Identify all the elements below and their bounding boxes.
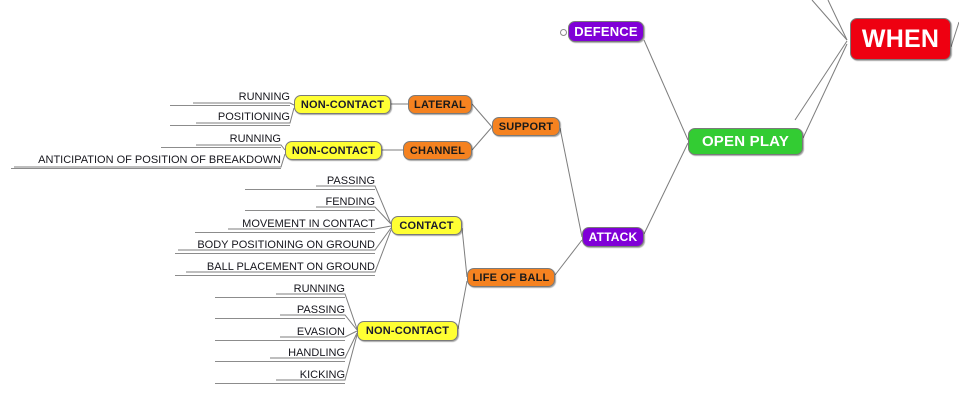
collapse-handle-icon[interactable] xyxy=(560,29,567,36)
connector-attack-to-open-play xyxy=(643,142,689,235)
node-defence[interactable]: DEFENCE xyxy=(568,21,644,42)
node-contact[interactable]: CONTACT xyxy=(391,216,462,235)
connector-when-to-offscreen-right xyxy=(950,21,959,48)
leaf-label-movement-in-contact[interactable]: MOVEMENT IN CONTACT xyxy=(195,218,375,233)
node-open-play[interactable]: OPEN PLAY xyxy=(688,128,803,155)
leaf-label-kicking[interactable]: KICKING xyxy=(215,369,345,384)
connector-life-of-ball-to-attack xyxy=(554,239,583,276)
leaf-label-running-3[interactable]: RUNNING xyxy=(215,283,345,298)
connector-channel-to-support xyxy=(471,126,493,151)
connector-offscreen-bottom-to-when xyxy=(794,40,848,121)
node-lateral[interactable]: LATERAL xyxy=(408,95,472,114)
connector-offscreen-top-2-to-when xyxy=(827,0,848,41)
node-support[interactable]: SUPPORT xyxy=(492,117,560,136)
connector-defence-to-open-play xyxy=(643,39,689,141)
leaf-label-handling[interactable]: HANDLING xyxy=(215,347,345,362)
connector-open-play-to-when xyxy=(802,43,848,139)
node-non-contact-channel[interactable]: NON-CONTACT xyxy=(285,141,382,160)
connector-offscreen-top-1-to-when xyxy=(811,0,848,41)
leaf-label-running-1[interactable]: RUNNING xyxy=(170,91,290,106)
node-channel[interactable]: CHANNEL xyxy=(403,141,472,160)
node-non-contact-life-of-ball[interactable]: NON-CONTACT xyxy=(357,321,458,341)
leaf-label-anticipation-of-position-of-breakdown[interactable]: ANTICIPATION OF POSITION OF BREAKDOWN xyxy=(11,154,281,169)
leaf-label-evasion[interactable]: EVASION xyxy=(215,326,345,341)
leaf-label-body-positioning-on-ground[interactable]: BODY POSITIONING ON GROUND xyxy=(175,239,375,254)
leaf-label-positioning[interactable]: POSITIONING xyxy=(170,111,290,126)
leaf-label-fending[interactable]: FENDING xyxy=(245,196,375,211)
node-when[interactable]: WHEN xyxy=(850,18,951,60)
leaf-label-passing-2[interactable]: PASSING xyxy=(215,304,345,319)
leaf-label-ball-placement-on-ground[interactable]: BALL PLACEMENT ON GROUND xyxy=(175,261,375,276)
leaf-label-running-2[interactable]: RUNNING xyxy=(161,133,281,148)
connector-lateral-to-support xyxy=(471,103,493,128)
node-attack[interactable]: ATTACK xyxy=(582,227,644,247)
leaf-label-passing-1[interactable]: PASSING xyxy=(245,175,375,190)
node-non-contact-lateral[interactable]: NON-CONTACT xyxy=(294,95,391,114)
connector-support-to-attack xyxy=(559,127,583,238)
connector-non-contact-ball-to-life-of-ball xyxy=(457,280,468,330)
connector-contact-to-life-of-ball xyxy=(461,227,468,278)
node-life-of-ball[interactable]: LIFE OF BALL xyxy=(467,268,555,287)
